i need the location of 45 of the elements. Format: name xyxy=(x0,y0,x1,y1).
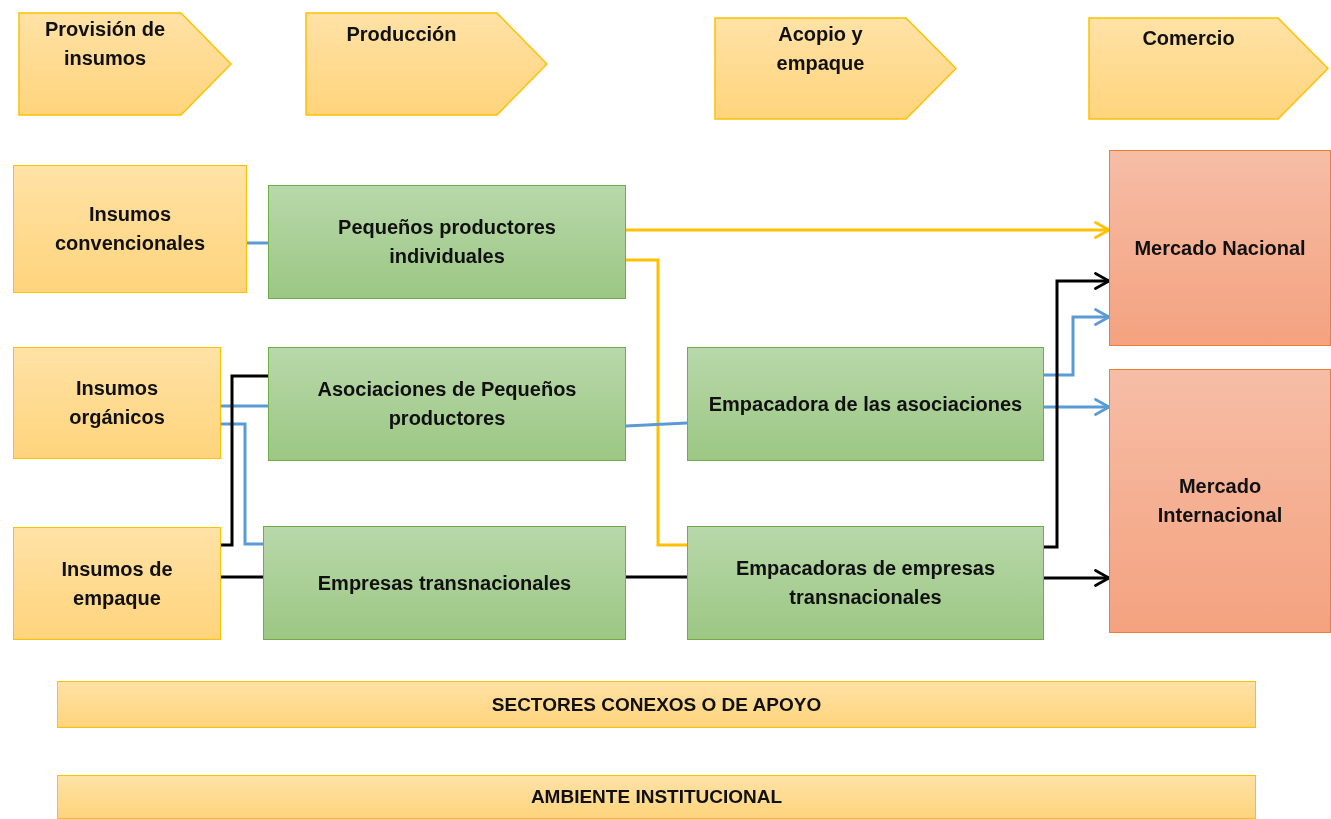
connector-line xyxy=(626,575,687,579)
connector-line xyxy=(221,422,263,546)
box-label: Insumos convencionales xyxy=(53,202,207,256)
stage-label: Acopio y empaque xyxy=(775,21,866,76)
box-label: Mercado Internacional xyxy=(1156,474,1284,528)
box-label: Asociaciones de Pequeños productores xyxy=(316,377,578,431)
stage-label: Comercio xyxy=(1142,26,1235,51)
box-label: Insumos de empaque xyxy=(60,556,174,611)
box-label: Mercado Nacional xyxy=(1134,235,1306,261)
actor-box xyxy=(687,347,1044,461)
connector-line xyxy=(221,575,263,579)
input-box xyxy=(13,527,221,640)
box-label: Insumos orgánicos xyxy=(68,376,166,430)
stage-label: Producción xyxy=(346,21,457,47)
band xyxy=(57,681,1256,728)
arrow xyxy=(1044,398,1111,416)
box-label: Empacadora de las asociaciones xyxy=(708,391,1023,417)
actor-box xyxy=(268,185,626,299)
arrow xyxy=(626,221,1111,239)
box-label: Empacadoras de empresas transnacionales xyxy=(735,556,996,610)
band xyxy=(57,775,1256,819)
band-label: SECTORES CONEXOS O DE APOYO xyxy=(491,692,822,717)
arrow xyxy=(1044,308,1111,377)
box-label: Pequeños productores individuales xyxy=(337,215,557,269)
stage-chevron xyxy=(714,17,957,120)
arrow xyxy=(1044,272,1111,549)
box-label: Empresas transnacionales xyxy=(317,570,572,596)
connector-line xyxy=(625,421,688,428)
actor-box xyxy=(687,526,1044,640)
connector-line xyxy=(221,404,268,408)
connector-line xyxy=(626,258,687,547)
stage-label: Provisión de insumos xyxy=(44,17,166,71)
connector-line xyxy=(221,374,268,547)
arrow xyxy=(1044,569,1111,587)
market-box xyxy=(1109,150,1331,346)
actor-box xyxy=(268,347,626,461)
band-label: AMBIENTE INSTITUCIONAL xyxy=(530,785,783,810)
actor-box xyxy=(263,526,626,640)
input-box xyxy=(13,347,221,459)
market-box xyxy=(1109,369,1331,633)
stage-chevron xyxy=(305,12,548,116)
connector-line xyxy=(247,241,268,245)
stage-chevron xyxy=(1088,17,1329,120)
stage-chevron xyxy=(18,12,232,116)
input-box xyxy=(13,165,247,293)
